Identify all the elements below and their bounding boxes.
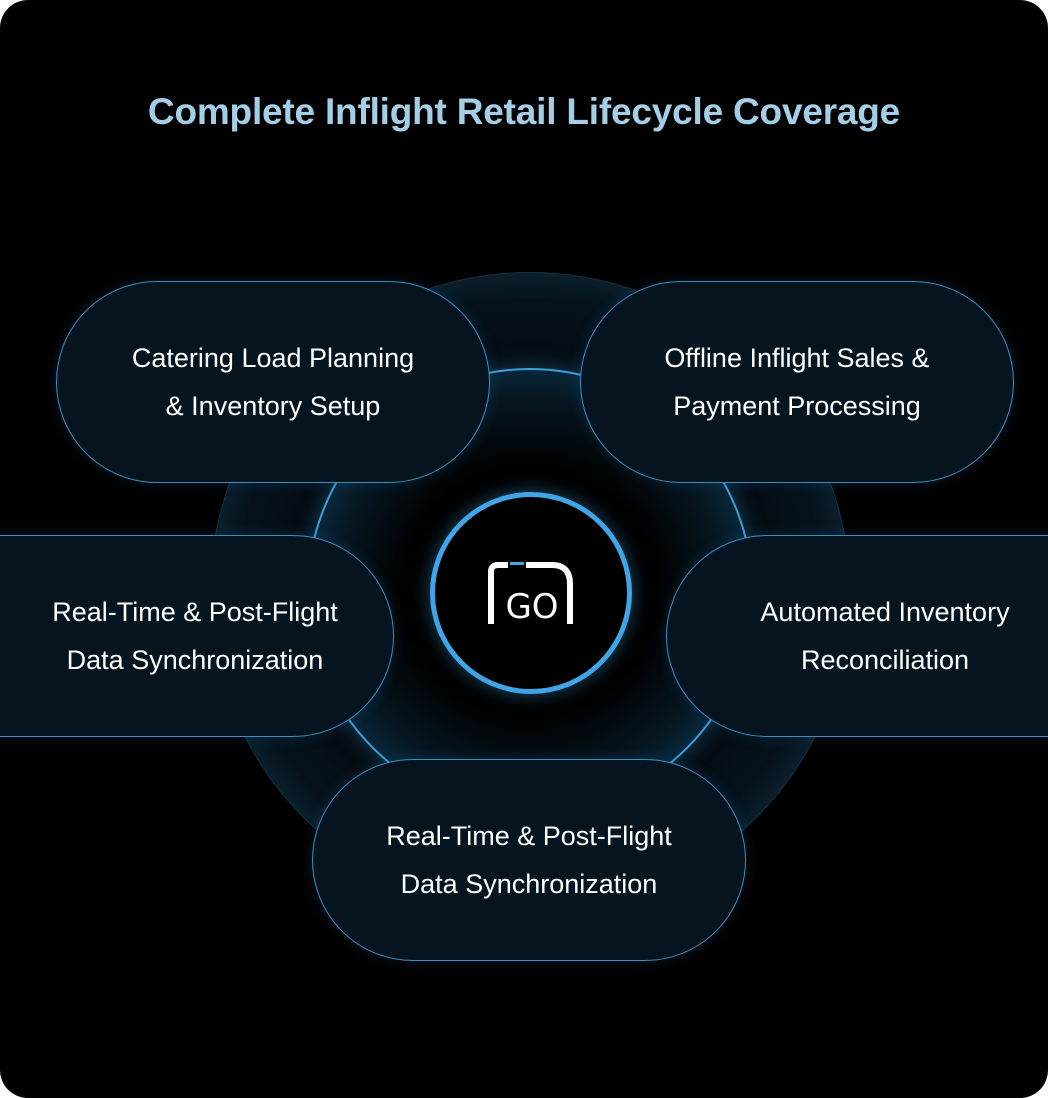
node-catering-load-planning: Catering Load Planning & Inventory Setup — [56, 281, 490, 483]
logo-text: GO — [505, 587, 558, 626]
node-data-synchronization-bottom: Real-Time & Post-Flight Data Synchroniza… — [312, 759, 746, 961]
node-label-line1: Real-Time & Post-Flight — [386, 821, 672, 851]
node-label-line1: Catering Load Planning — [131, 343, 415, 373]
node-automated-inventory-reconciliation: Automated Inventory Reconciliation — [666, 535, 1048, 737]
node-data-synchronization-left: Real-Time & Post-Flight Data Synchroniza… — [0, 535, 394, 737]
node-label-line2: Reconciliation — [800, 645, 970, 675]
center-hub — [430, 492, 632, 694]
node-label-line1: Real-Time & Post-Flight — [52, 597, 338, 627]
node-label-line2: & Inventory Setup — [165, 391, 381, 421]
go-logo-icon: GO — [488, 562, 573, 626]
node-label-line2: Payment Processing — [673, 391, 921, 421]
node-label-line2: Data Synchronization — [66, 645, 324, 675]
diagram-title: Complete Inflight Retail Lifecycle Cover… — [147, 91, 901, 132]
node-label-line1: Automated Inventory — [760, 597, 1010, 627]
node-label-line1: Offline Inflight Sales & — [664, 343, 930, 373]
node-offline-inflight-sales: Offline Inflight Sales & Payment Process… — [580, 281, 1014, 483]
node-label-line2: Data Synchronization — [400, 869, 658, 899]
